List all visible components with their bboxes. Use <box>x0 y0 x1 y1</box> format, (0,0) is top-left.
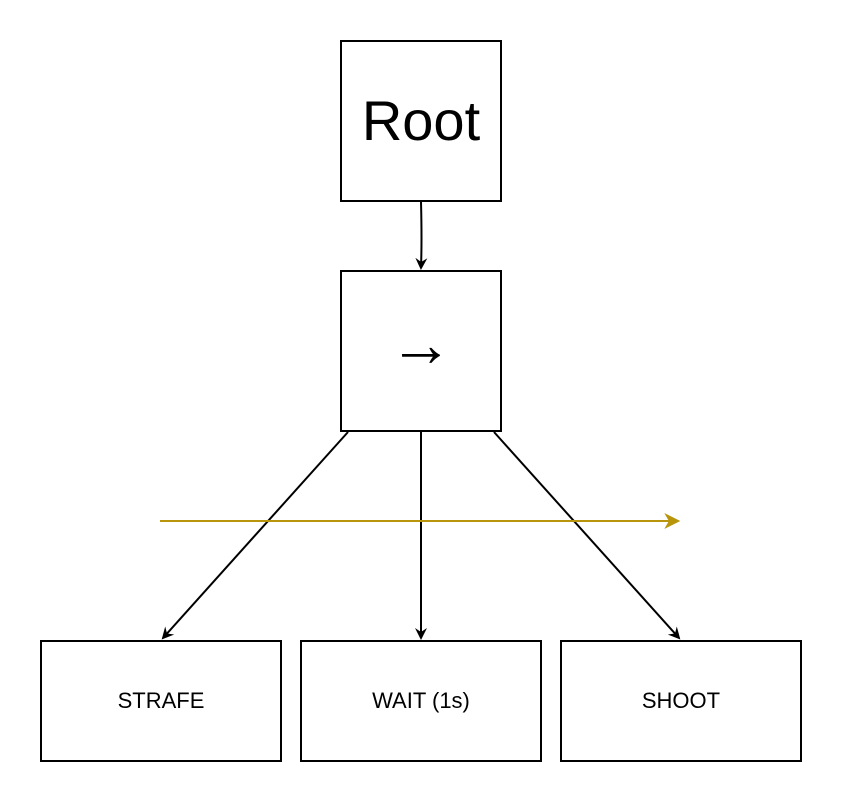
action-node-label: SHOOT <box>641 688 721 713</box>
root-node: Root <box>340 40 502 202</box>
sequence-node: → <box>340 270 502 432</box>
edge-root-to-sequence <box>415 201 428 270</box>
root-node-label: Root <box>361 89 481 152</box>
edge-sequence-to-strafe <box>161 431 349 640</box>
action-node-shoot: SHOOT <box>560 640 802 762</box>
action-node-wait: WAIT (1s) <box>300 640 542 762</box>
action-node-strafe: STRAFE <box>40 640 282 762</box>
action-node-label: WAIT (1s) <box>372 688 470 713</box>
action-node-label: STRAFE <box>117 688 205 713</box>
sequence-arrow-icon: → <box>389 308 453 380</box>
edge-sequence-to-shoot <box>493 431 681 640</box>
